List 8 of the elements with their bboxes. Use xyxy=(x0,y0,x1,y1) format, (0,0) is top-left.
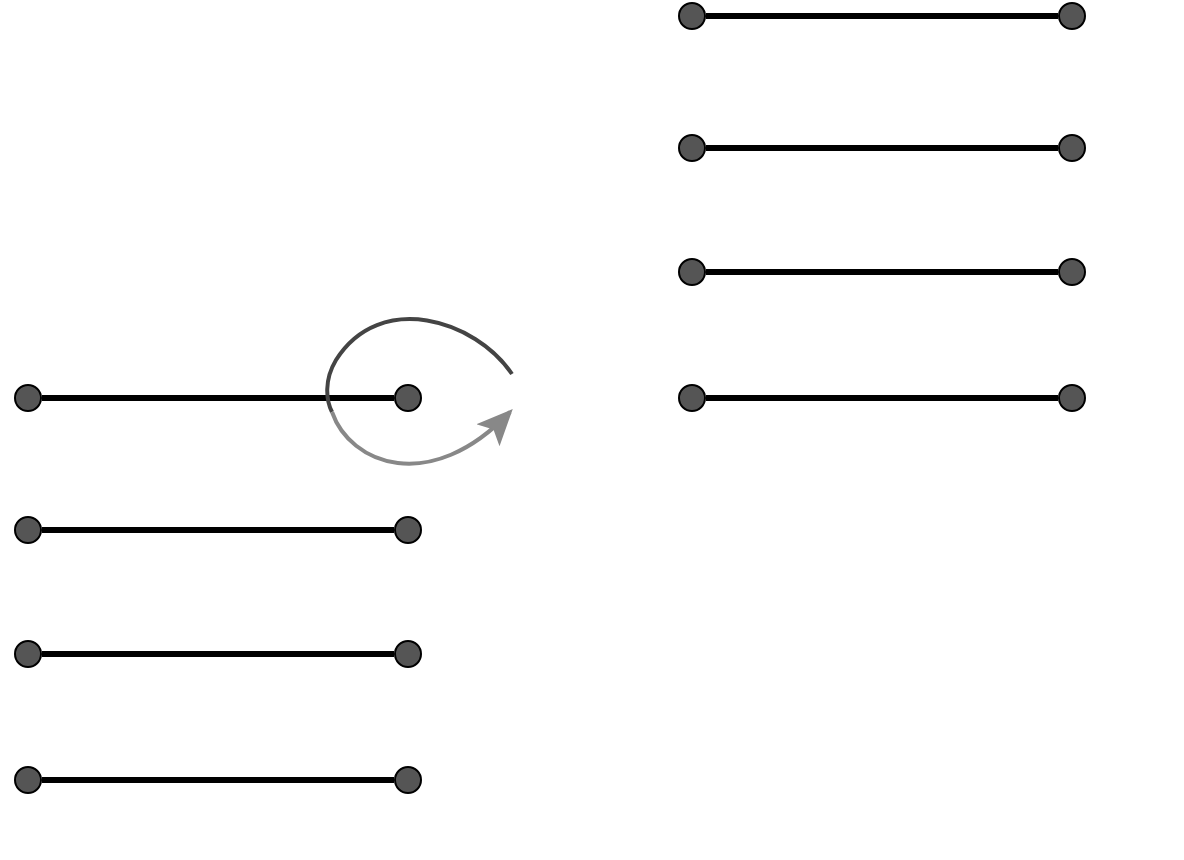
line-segment xyxy=(42,777,394,783)
line-segment xyxy=(42,651,394,657)
line-segment xyxy=(706,13,1058,19)
line-segment xyxy=(42,527,394,533)
line-segment xyxy=(706,269,1058,275)
line-segment xyxy=(706,145,1058,151)
line-segment xyxy=(42,395,394,401)
line-segment xyxy=(706,395,1058,401)
